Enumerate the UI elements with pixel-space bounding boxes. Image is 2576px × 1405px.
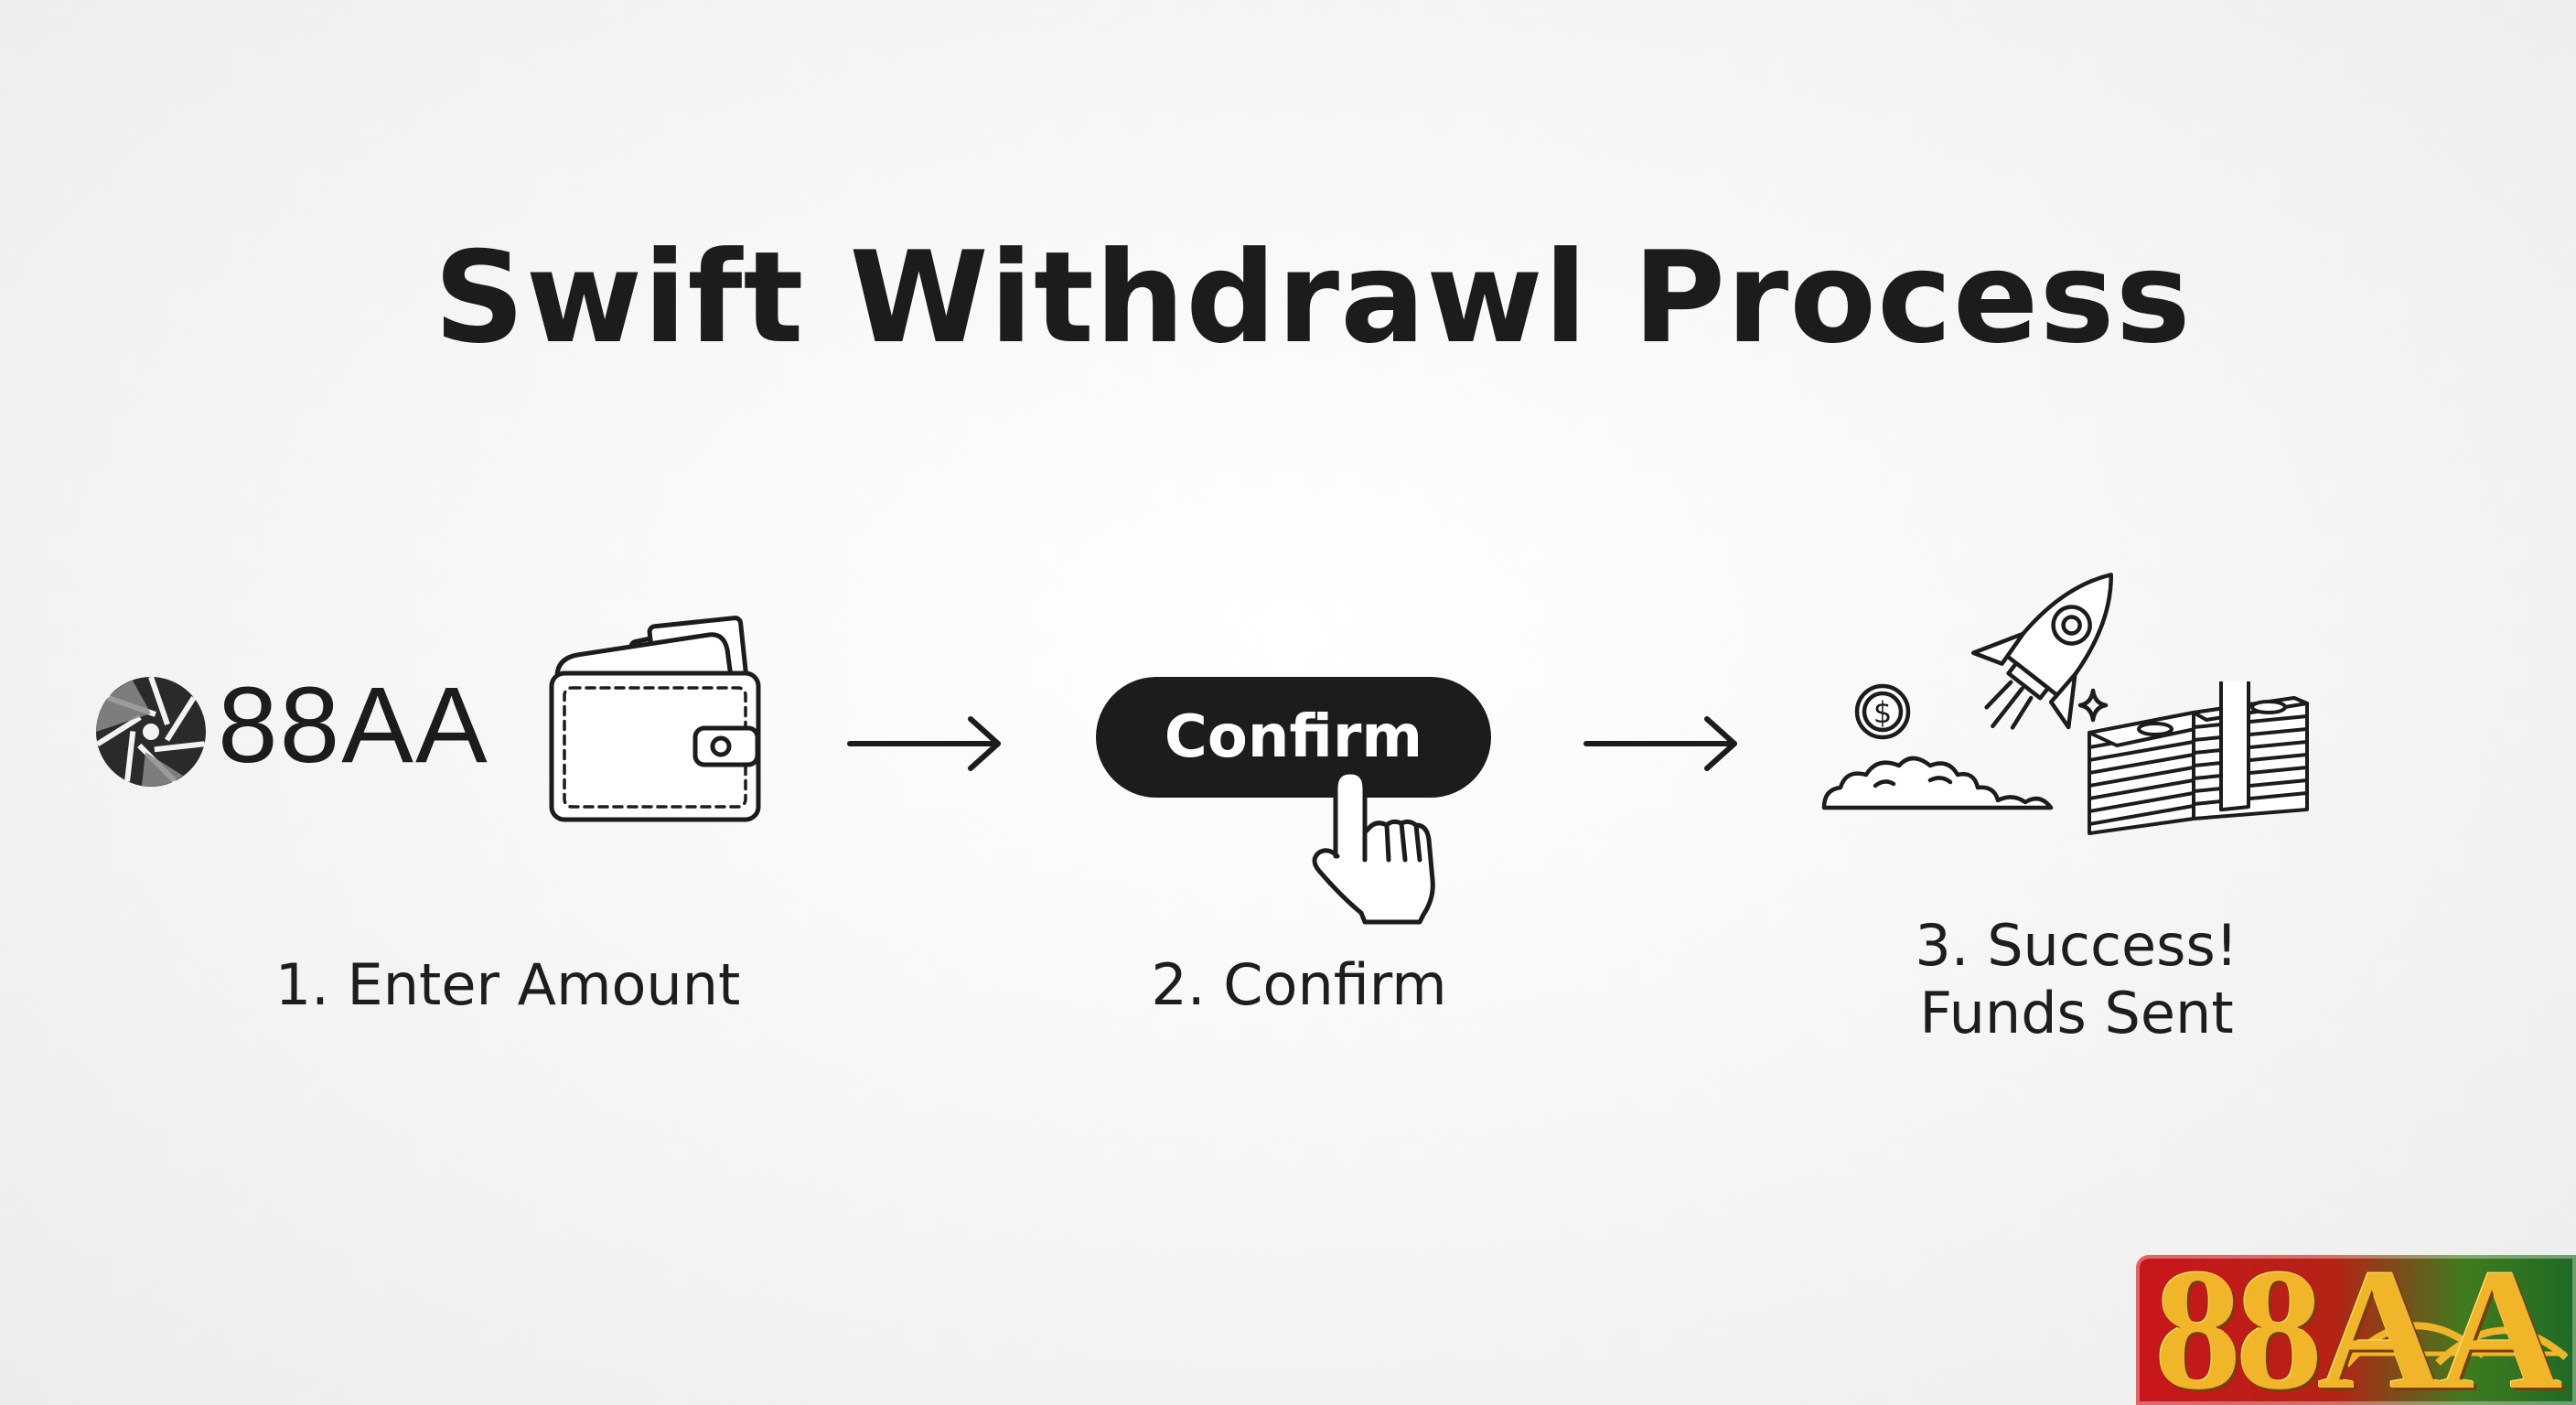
step-3-label: 3. Success! Funds Sent <box>1884 912 2269 1047</box>
confirm-button[interactable]: Confirm <box>1096 677 1491 798</box>
page-title: Swift Withdrawl Process <box>434 224 2192 371</box>
corner-logo-text: 88AA <box>2154 1255 2562 1405</box>
step-3-label-line2: Funds Sent <box>1919 980 2234 1046</box>
step-1-label: 1. Enter Amount <box>274 951 741 1018</box>
wallet-icon <box>549 616 761 822</box>
sparkle-icon <box>2077 688 2109 723</box>
aperture-icon <box>95 676 206 787</box>
step-2-label: 2. Confirm <box>1151 951 1447 1018</box>
coin-icon: $ <box>1854 683 1911 740</box>
corner-logo-arches <box>2343 1322 2569 1367</box>
brand-wordmark: 88AA <box>218 665 489 786</box>
corner-logo: 88AA <box>2136 1255 2576 1405</box>
arrow-right-icon <box>1583 716 1737 771</box>
step-3-label-line1: 3. Success! <box>1915 912 2238 979</box>
rocket-icon: $ <box>1821 573 2113 810</box>
arrow-right-icon <box>847 716 1001 771</box>
cash-stack-icon <box>2088 681 2309 835</box>
pointing-hand-icon <box>1312 768 1435 925</box>
svg-text:$: $ <box>1873 695 1892 730</box>
